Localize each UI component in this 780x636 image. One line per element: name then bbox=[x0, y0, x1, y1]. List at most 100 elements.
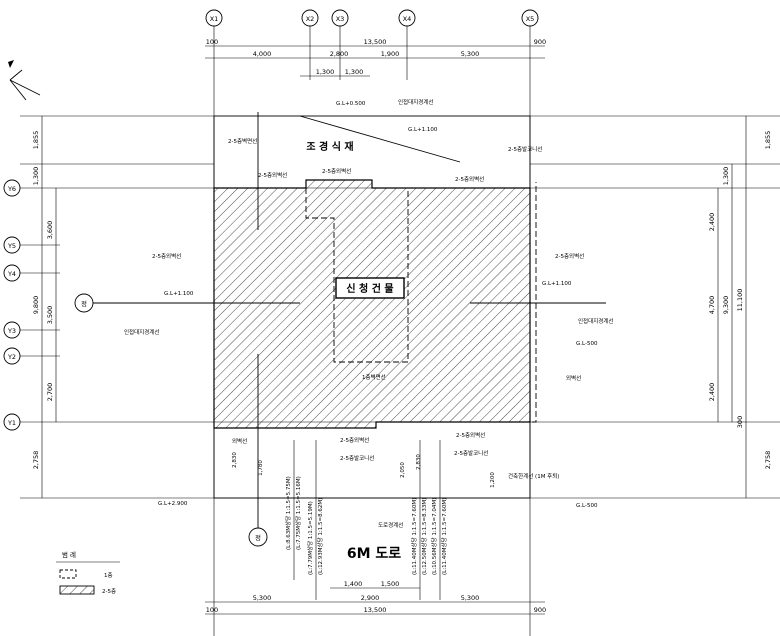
grid-label-x2: X2 bbox=[306, 15, 315, 23]
dim-inner-1: 2,830 bbox=[232, 452, 238, 468]
level-2: G.L+1.100 bbox=[408, 127, 438, 133]
note-setback-c2: 2-5층발코니선 bbox=[340, 454, 374, 462]
landscape-label: 조 경 식 재 bbox=[306, 140, 353, 153]
right-dimensions: 1,855 1,300 2,400 4,700 9,300 11,100 2,4… bbox=[708, 116, 772, 498]
dim-bottom-2: 1,500 bbox=[381, 580, 400, 588]
grid-label-y5: Y5 bbox=[7, 242, 16, 250]
level-markers: G.L+0.500 G.L+1.100 G.L+1.100 G.L-500 G.… bbox=[158, 101, 598, 509]
note-adjacent-top: 인접대지경계선 bbox=[398, 98, 433, 106]
note-setback-a1: 2-5층벽면선 bbox=[228, 137, 257, 145]
dim-right-1: 1,855 bbox=[764, 131, 772, 150]
grid-label-x5: X5 bbox=[526, 15, 535, 23]
slope-note-6: (L:12.50M상당 1:1.5=8.33M) bbox=[420, 498, 428, 575]
legend: 범 례 1층 2-5층 bbox=[56, 550, 120, 595]
note-road-boundary: 도로경계선 bbox=[378, 521, 403, 529]
grid-label-x1: X1 bbox=[210, 15, 219, 23]
north-arrow-icon bbox=[8, 60, 41, 101]
dim-inner-4: 2,830 bbox=[416, 454, 422, 470]
dim-inner-3: 2,050 bbox=[400, 462, 406, 478]
dim-right-9: 2,758 bbox=[764, 451, 772, 470]
dim-top-edge-right: 900 bbox=[534, 38, 546, 46]
section-marker-bottom-label: 정 bbox=[255, 533, 261, 542]
slope-note-3: (L:7.79M상당 1:1.5=5.19M) bbox=[306, 501, 314, 575]
inner-dimensions: 2,830 1,780 2,050 2,830 1,200 bbox=[232, 452, 496, 488]
note-setback-b7: 2-5층외벽선 bbox=[456, 431, 485, 439]
note-setback-b2: 2-5층외벽선 bbox=[322, 167, 351, 175]
slope-notes: (L:8.63M상당 1:1.5=5.75M) (L:7.75M상당 1:1.5… bbox=[284, 440, 448, 600]
building-label: 신 청 건 물 bbox=[346, 282, 393, 295]
note-wall-right: 외벽선 bbox=[566, 374, 581, 382]
note-setback-b3: 2-5층외벽선 bbox=[455, 175, 484, 183]
note-building-line: 건축한계선 (1M 후퇴) bbox=[508, 472, 559, 480]
slope-note-4: (L:12.93M상당 1:1.5=8.62M) bbox=[316, 498, 324, 575]
road-label: 6M 도로 bbox=[347, 546, 401, 562]
dim-top-edge-left: 100 bbox=[206, 38, 218, 46]
level-5: G.L+2.900 bbox=[158, 501, 188, 507]
dim-right-4: 4,700 bbox=[708, 296, 716, 315]
note-wall-left: 외벽선 bbox=[232, 437, 247, 445]
grid-label-y2: Y2 bbox=[7, 353, 16, 361]
slope-note-1: (L:8.63M상당 1:1.5=5.75M) bbox=[284, 476, 292, 550]
legend-label-1f: 1층 bbox=[104, 571, 113, 579]
dim-right-3: 2,400 bbox=[708, 213, 716, 232]
dim-right-7: 2,400 bbox=[708, 383, 716, 402]
dim-top-6: 1,300 bbox=[345, 68, 364, 76]
dim-top-2: 2,800 bbox=[330, 50, 349, 58]
dim-right-6: 11,100 bbox=[736, 289, 744, 312]
slope-line bbox=[299, 115, 461, 163]
level-4: G.L-500 bbox=[576, 341, 598, 347]
dim-bottom-3: 5,300 bbox=[253, 594, 272, 602]
grid-bubbles-left: Y6 Y5 Y4 Y3 Y2 Y1 bbox=[3, 179, 21, 431]
first-floor-outline bbox=[305, 188, 409, 363]
section-marker-left: 정 bbox=[74, 293, 300, 313]
dim-top-total: 13,500 bbox=[364, 38, 387, 46]
dim-inner-2: 1,780 bbox=[258, 460, 264, 476]
level-7: G.L+1.100 bbox=[542, 281, 572, 287]
dim-left-1: 1,855 bbox=[32, 131, 40, 150]
grid-label-y4: Y4 bbox=[7, 270, 16, 278]
dim-right-8: 300 bbox=[736, 416, 744, 428]
grid-bubbles-top: X1 X2 X3 X4 X5 bbox=[205, 9, 539, 27]
note-adjacent-right: 인접대지경계선 bbox=[578, 317, 613, 325]
legend-swatch-1f bbox=[59, 569, 77, 579]
dim-bottom-edge-left: 100 bbox=[206, 606, 218, 614]
dim-left-7: 2,758 bbox=[32, 451, 40, 470]
note-setback-b1: 2-5층외벽선 bbox=[258, 171, 287, 179]
left-dimensions: 1,855 1,300 3,600 9,800 3,500 2,700 2,75… bbox=[32, 116, 57, 498]
slope-note-8: (L:11.40M상당 1:1.5=7.60M) bbox=[440, 498, 448, 575]
dim-top-1: 4,000 bbox=[253, 50, 272, 58]
grid-label-y1: Y1 bbox=[7, 419, 16, 427]
dim-top-5: 1,300 bbox=[316, 68, 335, 76]
setback-dashed-line bbox=[214, 182, 537, 429]
top-dimensions: 13,500 100 900 4,000 2,800 1,900 5,300 1… bbox=[205, 38, 546, 77]
dim-left-4: 9,800 bbox=[32, 296, 40, 315]
slope-note-7: (L:10.56M상당 1:1.5=7.04M) bbox=[430, 498, 438, 575]
dim-bottom-mid: 2,900 bbox=[361, 594, 380, 602]
grid-label-x4: X4 bbox=[403, 15, 412, 23]
grid-label-y3: Y3 bbox=[7, 327, 16, 335]
section-marker-bottom: 정 bbox=[248, 112, 268, 547]
dim-bottom-1: 1,400 bbox=[344, 580, 363, 588]
annotations: 인접대지경계선 인접대지경계선 인접대지경계선 2-5층벽면선 2-5층외벽선 … bbox=[124, 98, 613, 529]
dim-left-5: 3,500 bbox=[46, 306, 54, 325]
building-label-box bbox=[335, 277, 405, 299]
dim-right-2: 1,300 bbox=[722, 167, 730, 186]
section-marker-left-label: 정 bbox=[81, 299, 87, 308]
dim-top-4: 5,300 bbox=[461, 50, 480, 58]
note-setback-b5: 2-5층외벽선 bbox=[555, 252, 584, 260]
legend-swatch-2-5f bbox=[59, 585, 95, 595]
level-3: G.L+1.100 bbox=[164, 291, 194, 297]
dim-bottom-4: 5,300 bbox=[461, 594, 480, 602]
building-footprint bbox=[213, 179, 531, 429]
legend-label-2-5f: 2-5층 bbox=[102, 587, 116, 595]
dim-bottom-edge-right: 900 bbox=[534, 606, 546, 614]
dim-left-6: 2,700 bbox=[46, 383, 54, 402]
note-setback-d1: 1층벽면선 bbox=[362, 373, 386, 381]
dim-bottom-total: 13,500 bbox=[364, 606, 387, 614]
note-setback-c1: 2-5층발코니선 bbox=[508, 145, 542, 153]
note-setback-b4: 2-5층외벽선 bbox=[152, 252, 181, 260]
grid-label-y6: Y6 bbox=[7, 185, 16, 193]
note-setback-c3: 2-5층발코니선 bbox=[454, 449, 488, 457]
dim-inner-5: 1,200 bbox=[490, 472, 496, 488]
